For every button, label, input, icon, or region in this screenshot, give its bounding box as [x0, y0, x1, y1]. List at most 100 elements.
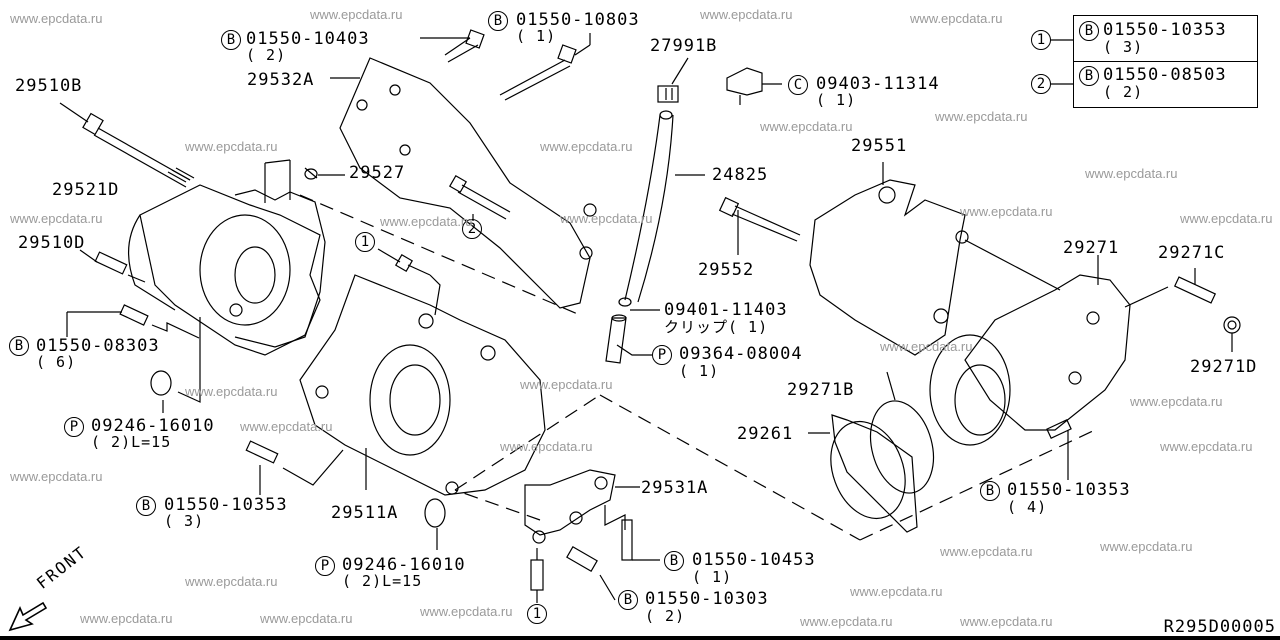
watermark: www.epcdata.ru — [80, 611, 173, 626]
watermark: www.epcdata.ru — [185, 139, 278, 154]
watermark: www.epcdata.ru — [185, 384, 278, 399]
callout-prefix: P — [315, 556, 335, 576]
drawing-code: R295D00005 — [1163, 617, 1276, 637]
watermark: www.epcdata.ru — [960, 614, 1053, 629]
dowel-29527 — [264, 159, 345, 203]
cap-27991b — [657, 57, 689, 103]
callout-29271b[interactable]: 29271B — [787, 380, 855, 400]
callout-27991b[interactable]: 27991B — [650, 36, 718, 56]
bolt-01550-10453 — [621, 519, 660, 561]
callout-qty: ( 2)L=15 — [91, 433, 172, 451]
watermark: www.epcdata.ru — [850, 584, 943, 599]
bolt-ref-2 — [448, 174, 511, 221]
watermark: www.epcdata.ru — [310, 7, 403, 22]
callout-29261[interactable]: 29261 — [737, 424, 794, 444]
bolt-01550-10353-left — [245, 440, 344, 495]
alignment-lines — [299, 194, 1096, 541]
ref-marker-1: 1 — [527, 604, 547, 624]
front-arrow-icon — [8, 601, 48, 632]
callout-prefix: B — [136, 496, 156, 516]
callout-qty: ( 1) — [816, 91, 857, 109]
nut-29271d — [1223, 316, 1241, 352]
callout-24825[interactable]: 24825 — [712, 165, 769, 185]
legend-ref-2: 2 — [1031, 74, 1051, 94]
legend-part-1[interactable]: 01550-10353 — [1103, 20, 1227, 40]
callout-09364-08004[interactable]: 09364-08004 — [679, 344, 803, 364]
callout-01550-10403[interactable]: 01550-10403 — [246, 29, 370, 49]
callout-01550-10353[interactable]: 01550-10353 — [1007, 480, 1131, 500]
callout-qty: クリップ( 1) — [664, 318, 769, 336]
bolt-01550-10353-right — [1046, 419, 1072, 480]
callout-09246-16010[interactable]: 09246-16010 — [91, 416, 215, 436]
watermark: www.epcdata.ru — [910, 11, 1003, 26]
pipe-09364-08004 — [605, 314, 652, 364]
callout-09401-11403[interactable]: 09401-11403 — [664, 300, 788, 320]
callout-29527[interactable]: 29527 — [349, 163, 406, 183]
callout-29511a[interactable]: 29511A — [331, 503, 399, 523]
callout-prefix: B — [980, 481, 1000, 501]
bolt-29271c — [1124, 268, 1217, 308]
clip-09403-11314 — [726, 67, 782, 105]
callout-29521d[interactable]: 29521D — [52, 180, 120, 200]
callout-01550-10303[interactable]: 01550-10303 — [645, 589, 769, 609]
callout-29271c[interactable]: 29271C — [1158, 243, 1226, 263]
legend-prefix-2: B — [1079, 66, 1099, 86]
watermark: www.epcdata.ru — [380, 214, 473, 229]
bracket-29551 — [809, 162, 1061, 356]
bolt-29510d — [79, 249, 146, 283]
callout-29271[interactable]: 29271 — [1063, 238, 1120, 258]
callout-qty: ( 2) — [246, 46, 287, 64]
watermark: www.epcdata.ru — [560, 211, 653, 226]
callout-prefix: P — [64, 417, 84, 437]
legend-prefix-1: B — [1079, 21, 1099, 41]
housing-29521d — [127, 184, 326, 356]
legend-divider — [1074, 61, 1257, 62]
callout-qty: ( 2) — [645, 607, 686, 625]
callout-01550-08303[interactable]: 01550-08303 — [36, 336, 160, 356]
hose-24825 — [624, 110, 705, 303]
bolt-01550-10803 — [499, 33, 591, 101]
callout-29510b[interactable]: 29510B — [15, 76, 83, 96]
callout-29552[interactable]: 29552 — [698, 260, 755, 280]
watermark: www.epcdata.ru — [800, 614, 893, 629]
callout-01550-10803[interactable]: 01550-10803 — [516, 10, 640, 30]
bolt-29552 — [718, 196, 801, 255]
watermark: www.epcdata.ru — [700, 7, 793, 22]
watermark: www.epcdata.ru — [260, 611, 353, 626]
bolt-01550-10303 — [566, 545, 616, 601]
legend-qty-1: ( 3) — [1103, 38, 1144, 56]
bolt-01550-10403 — [420, 29, 485, 63]
watermark: www.epcdata.ru — [500, 439, 593, 454]
callout-29532a[interactable]: 29532A — [247, 70, 315, 90]
callout-prefix: P — [652, 345, 672, 365]
bolt-29510b — [59, 102, 195, 188]
callout-09403-11314[interactable]: 09403-11314 — [816, 74, 940, 94]
bolt-01550-08303 — [66, 304, 200, 339]
bracket-29531a — [524, 469, 640, 544]
watermark: www.epcdata.ru — [935, 109, 1028, 124]
watermark: www.epcdata.ru — [1100, 539, 1193, 554]
callout-29551[interactable]: 29551 — [851, 136, 908, 156]
watermark: www.epcdata.ru — [10, 211, 103, 226]
callout-29531a[interactable]: 29531A — [641, 478, 709, 498]
callout-09246-16010[interactable]: 09246-16010 — [342, 555, 466, 575]
callout-29510d[interactable]: 29510D — [18, 233, 86, 253]
legend-part-2[interactable]: 01550-08503 — [1103, 65, 1227, 85]
gasket-29261 — [808, 414, 918, 533]
pump-29271 — [929, 255, 1131, 446]
callout-29271d[interactable]: 29271D — [1190, 357, 1258, 377]
callout-qty: ( 6) — [36, 353, 77, 371]
watermark: www.epcdata.ru — [420, 604, 513, 619]
callout-01550-10453[interactable]: 01550-10453 — [692, 550, 816, 570]
watermark: www.epcdata.ru — [1130, 394, 1223, 409]
callout-prefix: B — [488, 11, 508, 31]
callout-prefix: C — [788, 75, 808, 95]
clip-09401-11403 — [618, 297, 660, 311]
plug-09246-16010-bottom — [424, 498, 446, 550]
callout-qty: ( 1) — [692, 568, 733, 586]
callout-01550-10353[interactable]: 01550-10353 — [164, 495, 288, 515]
watermark: www.epcdata.ru — [880, 339, 973, 354]
callout-qty: ( 3) — [164, 512, 205, 530]
watermark: www.epcdata.ru — [540, 139, 633, 154]
